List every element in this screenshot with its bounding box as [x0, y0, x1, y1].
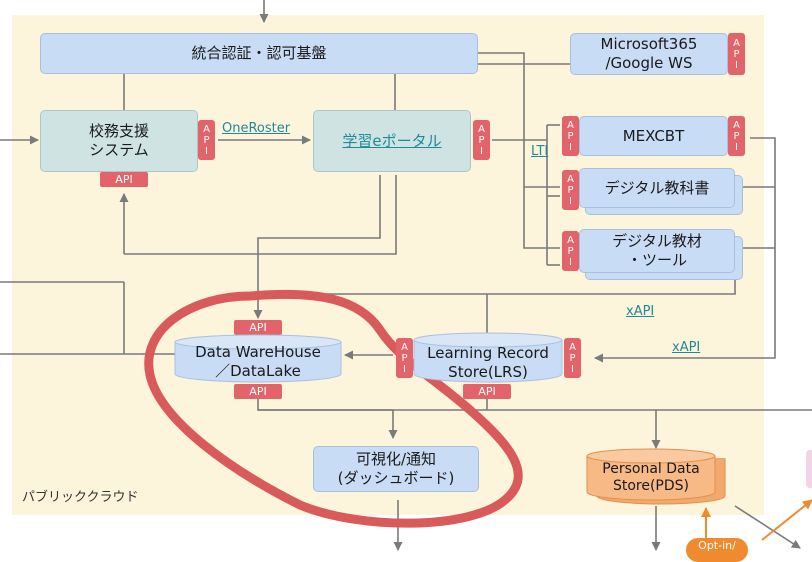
sms-api-badge-bottom: API	[100, 172, 148, 187]
oneroster-link[interactable]: OneRoster	[222, 121, 291, 136]
pds-line1: Personal Data	[602, 460, 700, 477]
learning-e-portal: 学習eポータル	[313, 110, 471, 172]
lti-link[interactable]: LTI	[531, 144, 549, 159]
portal-label[interactable]: 学習eポータル	[342, 131, 442, 150]
microsoft365-google-ws: Microsoft365 /Google WS	[570, 33, 728, 75]
school-affairs-system: 校務支援 システム	[40, 110, 198, 172]
lrs-cylinder	[413, 332, 563, 383]
lrs-line1: Learning Record	[427, 344, 549, 363]
optin-label: Opt-in/	[698, 539, 736, 552]
pds-line2: Store(PDS)	[612, 478, 690, 494]
mexcbt-label: MEXCBT	[622, 126, 685, 145]
viz-line1: 可視化/通知	[355, 450, 437, 469]
lrs-api-badge-bottom: API	[463, 384, 511, 399]
pds-label: Personal Data Store(PDS)	[585, 456, 717, 500]
auth-platform: 統合認証・認可基盤	[40, 33, 478, 74]
sms-line1: 校務支援	[88, 122, 149, 141]
xapi-link-2[interactable]: xAPI	[672, 340, 701, 355]
dwh-line1: Data WareHouse	[195, 343, 321, 362]
textbook-label: デジタル教科書	[604, 178, 710, 197]
lrs-label: Learning Record Store(LRS)	[413, 342, 563, 384]
digital-tools: デジタル教材 ・ツール	[579, 229, 735, 273]
ms365-line1: Microsoft365	[600, 35, 698, 54]
dwh-line2: ／DataLake	[215, 362, 301, 380]
dwh-cylinder	[174, 334, 342, 383]
tools-line1: デジタル教材	[612, 232, 702, 251]
ms365-line2: /Google WS	[605, 54, 693, 72]
lrs-line2: Store(LRS)	[448, 363, 528, 381]
digital-textbook: デジタル教科書	[579, 168, 735, 208]
auth-platform-label: 統合認証・認可基盤	[191, 44, 327, 63]
viz-line2: (ダッシュボード)	[337, 469, 455, 487]
pds-cylinder	[586, 448, 726, 505]
tools-line2: ・ツール	[626, 251, 687, 269]
dwh-label: Data WareHouse ／DataLake	[174, 342, 342, 382]
dwh-api-badge-top: API	[234, 320, 282, 335]
xapi-link-1[interactable]: xAPI	[626, 304, 655, 319]
optin-badge: Opt-in/	[686, 538, 748, 562]
dwh-api-badge-bottom: API	[234, 384, 282, 399]
sms-line2: システム	[89, 141, 149, 159]
visualization-dashboard: 可視化/通知 (ダッシュボード)	[313, 446, 479, 492]
public-cloud-label: パブリッククラウド	[22, 490, 139, 505]
mexcbt: MEXCBT	[579, 116, 728, 156]
